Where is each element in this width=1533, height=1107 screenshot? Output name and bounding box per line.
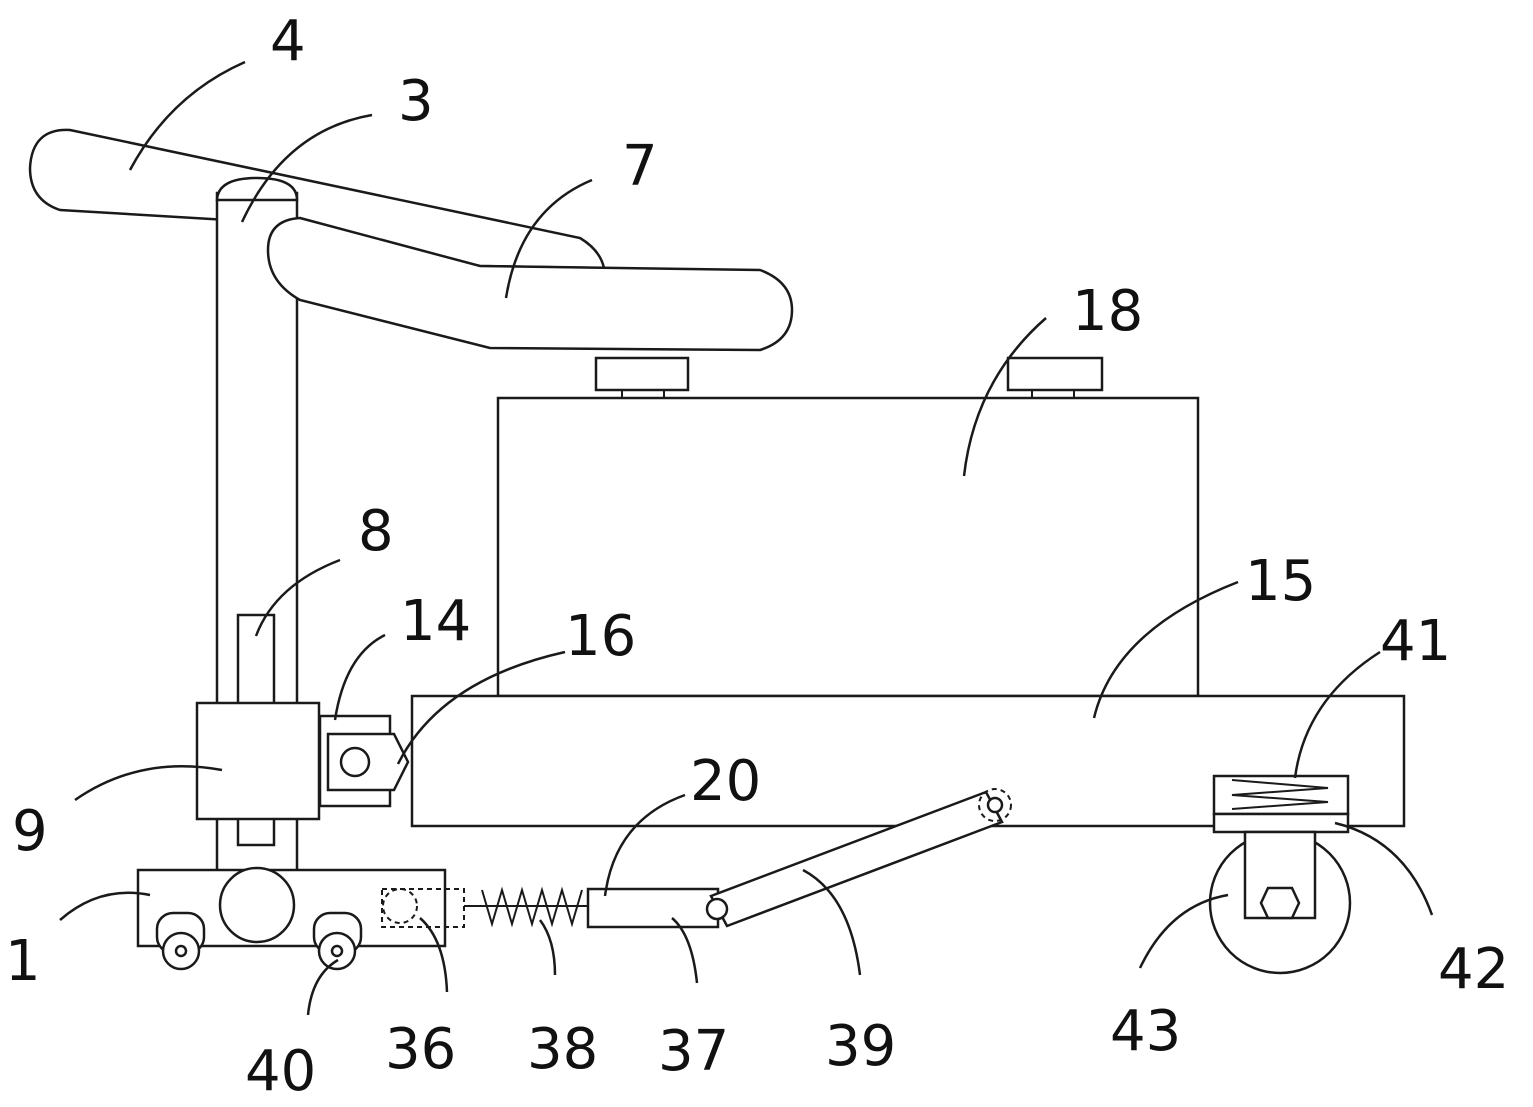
label-36: 36 xyxy=(385,1017,456,1082)
hidden-pin-circle xyxy=(382,888,418,924)
leader-42 xyxy=(1334,821,1434,916)
sleeve-37 xyxy=(586,887,720,929)
label-4: 4 xyxy=(270,9,306,74)
wheel-axle-nut xyxy=(1259,886,1301,920)
caster-axle xyxy=(330,944,344,958)
label-42: 42 xyxy=(1438,937,1509,1002)
label-1: 1 xyxy=(5,929,41,994)
leader-43 xyxy=(1138,893,1229,969)
caster-axle xyxy=(174,944,188,958)
column-cap xyxy=(215,176,299,202)
leader-3 xyxy=(240,113,373,223)
label-41: 41 xyxy=(1380,609,1451,674)
label-8: 8 xyxy=(358,499,394,564)
label-38: 38 xyxy=(527,1017,598,1082)
carriage-drive-wheel xyxy=(218,866,296,944)
leader-41 xyxy=(1293,650,1381,779)
leader-8 xyxy=(254,558,341,637)
slide-block-9 xyxy=(195,701,321,821)
link-pivot-upper-pin xyxy=(986,796,1004,814)
leader-1 xyxy=(59,891,151,921)
hidden-pin-36 xyxy=(381,888,465,928)
label-7: 7 xyxy=(622,134,658,199)
leader-40 xyxy=(306,958,339,1016)
top-pad-right xyxy=(1006,356,1104,392)
hinge-bolt xyxy=(339,746,371,778)
rear-handle-4 xyxy=(28,128,606,270)
leader-38 xyxy=(538,919,557,976)
label-3: 3 xyxy=(398,69,434,134)
link-pivot-lower xyxy=(705,897,729,921)
label-20: 20 xyxy=(690,749,761,814)
spring-38 xyxy=(481,886,583,928)
label-39: 39 xyxy=(825,1014,896,1079)
leader-18 xyxy=(962,317,1047,477)
compression-spring xyxy=(1231,779,1329,810)
label-37: 37 xyxy=(658,1019,729,1084)
mount-plate-42 xyxy=(1212,812,1350,834)
label-9: 9 xyxy=(12,799,48,864)
leader-20 xyxy=(603,793,686,897)
link-pivot-upper xyxy=(978,788,1012,822)
leader-16 xyxy=(396,650,566,765)
leader-36 xyxy=(419,917,449,993)
leader-4 xyxy=(128,60,246,171)
leader-9 xyxy=(74,765,223,802)
leader-15 xyxy=(1092,580,1239,719)
label-43: 43 xyxy=(1110,999,1181,1064)
leader-7 xyxy=(504,178,593,299)
leader-39 xyxy=(802,868,862,976)
label-18: 18 xyxy=(1072,279,1143,344)
label-16: 16 xyxy=(565,604,636,669)
label-14: 14 xyxy=(400,589,471,654)
front-handle-7 xyxy=(266,216,794,352)
leader-14 xyxy=(333,633,386,721)
label-15: 15 xyxy=(1245,549,1316,614)
leader-37 xyxy=(671,917,699,984)
top-pad-left xyxy=(594,356,690,392)
upper-housing-18 xyxy=(496,396,1200,698)
label-40: 40 xyxy=(245,1039,316,1104)
